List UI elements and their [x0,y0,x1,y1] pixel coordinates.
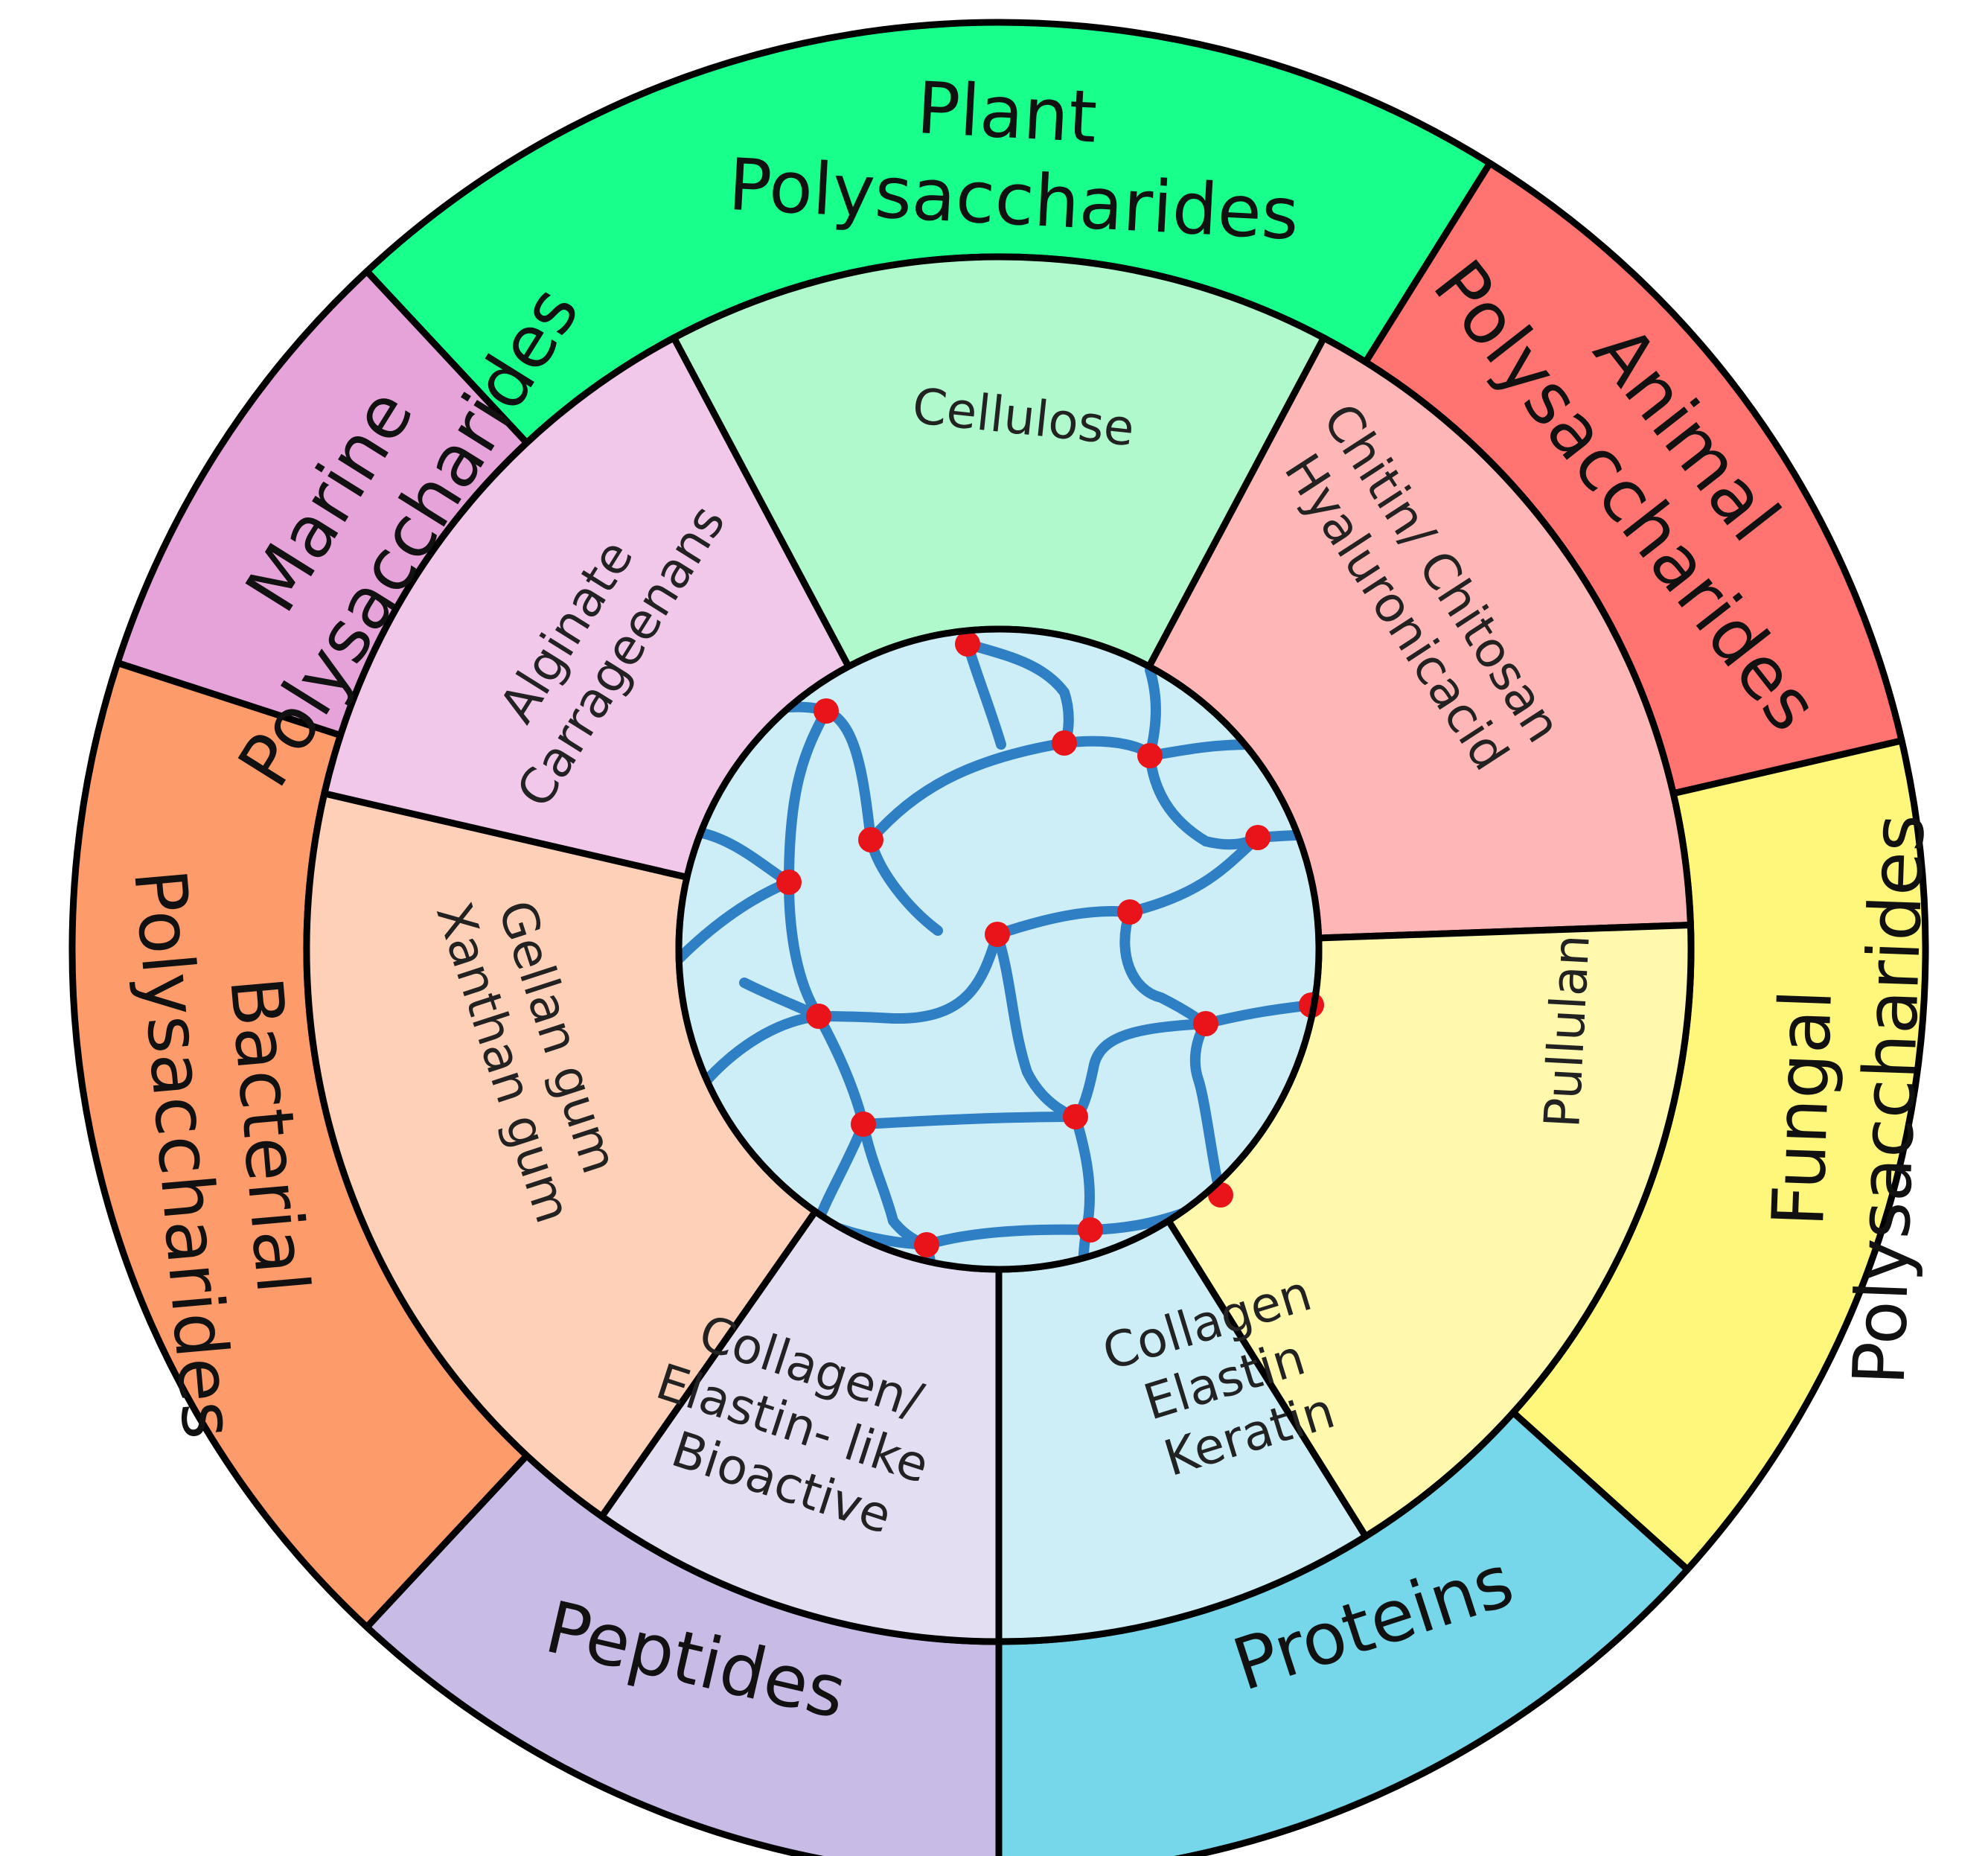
crosslink-dot [814,698,839,724]
polymer-chain [739,701,943,936]
hydrogel-network [675,625,1324,1273]
polymer-chain [814,929,1003,1024]
crosslink-dot [955,631,980,657]
inner-ring [303,253,1695,1645]
crosslink-points [776,631,1324,1257]
crosslink-dot [806,1004,831,1029]
label-fungal-polysaccharides: Fungal Polysaccharides [1751,810,1941,1386]
polymer-chain [962,639,1074,748]
polymer-chain [679,877,794,966]
polymer-chain [1125,832,1263,917]
crosslink-dot [851,1112,876,1137]
center-circle-border [675,625,1323,1273]
crosslink-dot [1193,1011,1218,1036]
crosslink-dot [1137,743,1163,768]
crosslink-dot [914,1232,939,1257]
label-pullulan: Pullulan [1533,933,1600,1129]
crosslink-dot [858,827,883,852]
crosslink-dot [776,870,802,895]
crosslink-dot [1078,1217,1103,1243]
crosslink-dot [1052,730,1077,756]
crosslink-dot [1117,899,1142,925]
polymer-chain [992,906,1135,940]
polymer-chain [1189,1018,1226,1200]
crosslink-dot [1245,825,1271,850]
polymer-chain [858,1112,1081,1129]
polymer-chain [992,929,1081,1122]
polymer-chain [1145,665,1161,761]
polymer-chain [866,736,1155,845]
polymer-chain [921,1224,1096,1250]
crosslink-dot [1063,1104,1088,1129]
crosslink-dot [985,922,1010,947]
